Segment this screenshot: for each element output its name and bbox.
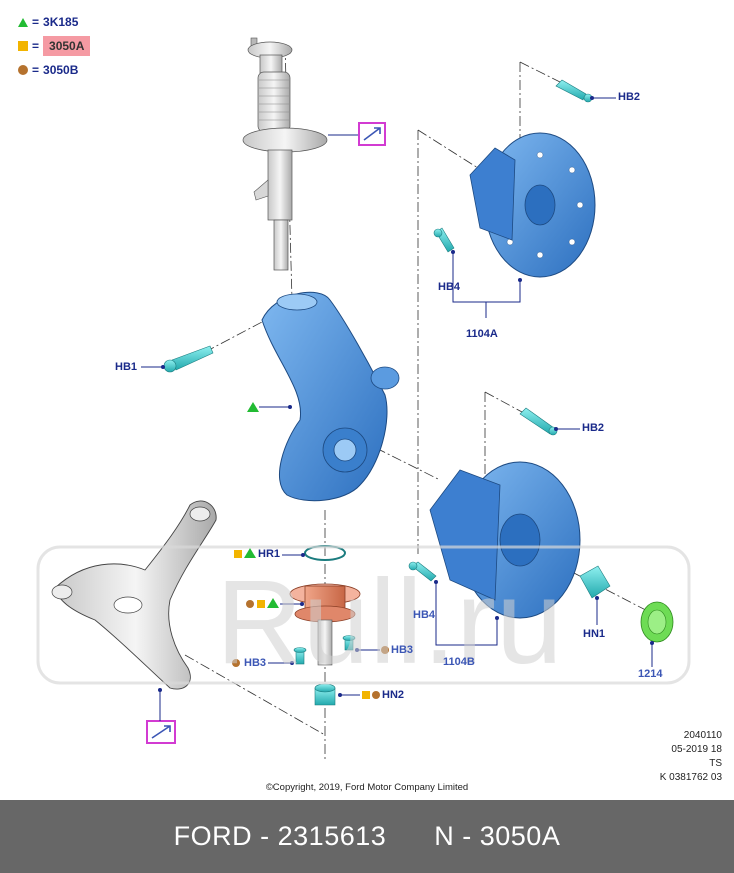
circle-icon	[18, 65, 28, 75]
square-symbol-hr1	[234, 550, 242, 558]
bolt-hb3-left	[293, 647, 307, 665]
label-1104a[interactable]: 1104A	[466, 328, 498, 340]
drawing-date: 05-2019 18	[671, 744, 722, 755]
label-hb2-top[interactable]: HB2	[618, 91, 641, 103]
square-symbol-balljoint	[257, 600, 265, 608]
triangle-symbol-knuckle	[247, 402, 259, 412]
label-1214[interactable]: 1214	[638, 668, 663, 680]
circle-symbol-balljoint	[246, 600, 254, 608]
circle-symbol-hb3-left	[232, 659, 240, 667]
bolt-hb2-mid	[519, 407, 558, 436]
legend-code: 3K185	[43, 15, 79, 29]
circle-symbol-hb3-right	[381, 646, 389, 654]
steering-knuckle	[261, 291, 400, 502]
nut-hn1	[579, 565, 611, 599]
watermark-text: Rull.ru	[216, 555, 563, 685]
inline-symbols	[232, 402, 389, 699]
reference-box-bottom[interactable]	[146, 720, 176, 744]
bolt-hb1	[163, 345, 214, 373]
label-hb4-bottom[interactable]: HB4	[413, 609, 436, 621]
legend-row-3k185: = 3K185	[18, 12, 78, 32]
copyright-text: ©Copyright, 2019, Ford Motor Company Lim…	[265, 782, 469, 793]
dust-cap-1214	[640, 601, 674, 643]
label-hb4-top[interactable]: HB4	[438, 281, 461, 293]
drawing-number: 2040110	[683, 730, 722, 741]
bolt-hb4-bottom	[408, 561, 437, 582]
label-hn2[interactable]: HN2	[382, 689, 405, 701]
label-hb3-left[interactable]: HB3	[244, 657, 267, 669]
label-hr1[interactable]: HR1	[258, 548, 281, 560]
drawing-ref: K 0381762 03	[659, 772, 722, 783]
square-symbol-hn2	[362, 691, 370, 699]
footer-bar: FORD - 2315613 N - 3050A	[0, 800, 734, 873]
exploded-diagram	[51, 37, 674, 760]
footer-part-number: FORD - 2315613 N - 3050A	[173, 821, 561, 851]
nut-hn2	[314, 683, 336, 706]
bolt-hb3-right	[342, 635, 356, 651]
lower-hub-rotor	[429, 461, 581, 619]
triangle-icon	[18, 18, 28, 27]
leader-lines	[141, 97, 653, 721]
legend-row-3050b: = 3050B	[18, 60, 78, 80]
legend-row-3050a: = 3050A	[18, 36, 91, 56]
strut-assembly	[242, 37, 328, 271]
legend-code: 3050B	[43, 63, 79, 77]
ball-joint	[289, 583, 361, 666]
upper-hub-rotor	[469, 132, 596, 278]
leader-dots	[158, 96, 654, 697]
label-hn1[interactable]: HN1	[583, 628, 606, 640]
circle-symbol-hn2	[372, 691, 380, 699]
reference-box-top[interactable]	[358, 122, 386, 146]
bolt-hb4-top	[433, 227, 455, 253]
watermark: Rull.ru	[36, 545, 691, 685]
drawing-ts: TS	[709, 758, 722, 769]
bolt-hb2-top	[555, 79, 593, 103]
label-hb2-mid[interactable]: HB2	[582, 422, 605, 434]
triangle-symbol-balljoint	[267, 598, 279, 608]
label-1104b[interactable]: 1104B	[443, 656, 475, 668]
label-hb3-right[interactable]: HB3	[391, 644, 414, 656]
square-icon	[18, 41, 28, 51]
triangle-symbol-hr1	[244, 548, 256, 558]
label-hb1[interactable]: HB1	[115, 361, 138, 373]
legend-code-highlighted: 3050A	[43, 36, 91, 56]
